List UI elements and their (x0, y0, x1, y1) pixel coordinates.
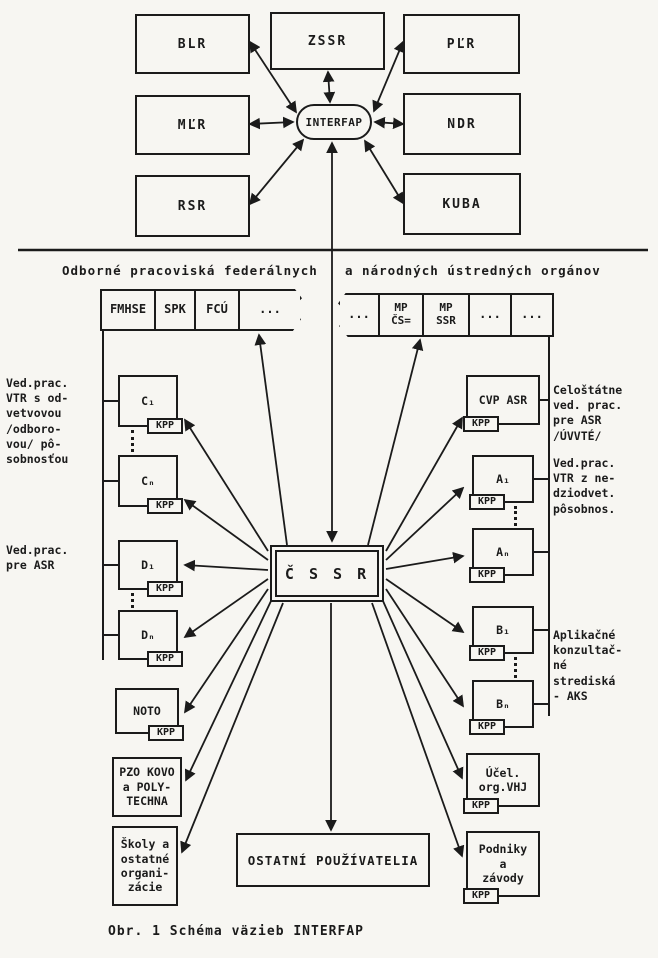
strip-cell: MP SSR (424, 295, 470, 335)
cssr-label: Č S S R (284, 564, 370, 583)
strip-cell: ... (521, 307, 543, 322)
node-label: CVP ASR (478, 392, 528, 407)
country-box-kuba: KUBA (403, 173, 521, 235)
kpp-tag: KPP (469, 719, 505, 735)
kpp-tag: KPP (463, 888, 499, 904)
hub-label: INTERFAP (305, 115, 363, 129)
interfap-hub: INTERFAP (296, 104, 372, 140)
ellipsis-dots (131, 593, 134, 608)
node-label: C₁ (141, 393, 155, 408)
node-label: Dₙ (141, 627, 155, 642)
country-label: RSR (177, 198, 208, 214)
node-label: NOTO (133, 703, 161, 718)
node-label: B₁ (496, 622, 510, 637)
kpp-tag: KPP (147, 581, 183, 597)
kpp-tag: KPP (148, 725, 184, 741)
node-d1: D₁ KPP (118, 540, 183, 597)
kpp-tag: KPP (469, 494, 505, 510)
strip-federal-organs: FMHSE SPK FCÚ ... (100, 289, 302, 331)
kpp-tag: KPP (147, 651, 183, 667)
node-ucel-org-vhj: Účel. org.VHJ KPP (463, 753, 540, 814)
header-federal: Odborné pracoviská federálnych (62, 263, 318, 278)
country-label: MĽR (177, 117, 208, 133)
header-national: a národných ústredných orgánov (345, 263, 601, 278)
node-podniky: Podniky a závody KPP (463, 831, 540, 904)
node-label: Školy a ostatné organi- zácie (120, 837, 170, 895)
side-label-aks: Aplikačné konzultač- né strediská - AKS (553, 628, 623, 703)
node-an: Aₙ KPP (469, 528, 534, 583)
country-box-mlr: MĽR (135, 95, 250, 155)
ellipsis-dots (514, 657, 517, 678)
side-label-ved-prac-vtr-odvetvova: Ved.prac. VTR s od- vetvovou /odboro- vo… (6, 376, 69, 466)
node-skoly: Školy a ostatné organi- zácie (112, 826, 178, 906)
ostatni-label: OSTATNÍ POUŽÍVATELIA (247, 852, 419, 868)
country-box-plr: PĽR (403, 14, 520, 74)
node-label: A₁ (496, 471, 510, 486)
node-label: Podniky a závody (478, 842, 528, 886)
side-label-celostatne: Celoštátne ved. prac. pre ASR /ÚVVTÉ/ (553, 383, 623, 443)
kpp-tag: KPP (147, 418, 183, 434)
ostatni-pouzivatelia-box: OSTATNÍ POUŽÍVATELIA (236, 833, 430, 887)
country-label: BLR (177, 36, 208, 52)
strip-cell: FMHSE (102, 291, 156, 329)
side-label-vtr-nedziodvet: Ved.prac. VTR z ne- dziodvet. pôsobnos. (553, 456, 616, 516)
country-label: NDR (447, 116, 477, 132)
strip-cell: FCÚ (196, 291, 240, 329)
strip-cell: ... (259, 302, 281, 317)
kpp-tag: KPP (463, 798, 499, 814)
strip-cell: ... (470, 295, 512, 335)
ellipsis-dots (514, 506, 517, 526)
node-pzo-kovo: PZO KOVO a POLY- TECHNA (112, 757, 182, 817)
country-box-blr: BLR (135, 14, 250, 74)
country-label: PĽR (446, 36, 477, 52)
node-c1: C₁ KPP (118, 375, 183, 434)
node-bn: Bₙ KPP (469, 680, 534, 735)
country-label: ZSSR (307, 33, 348, 49)
node-b1: B₁ KPP (469, 606, 534, 661)
country-box-rsr: RSR (135, 175, 250, 237)
node-label: PZO KOVO a POLY- TECHNA (119, 765, 175, 809)
country-box-zssr: ZSSR (270, 12, 385, 70)
strip-cell: SPK (156, 291, 196, 329)
strip-national-organs: ... MP ČS= MP SSR ... ... (338, 293, 554, 337)
strip-cell: ... (340, 295, 380, 335)
country-box-ndr: NDR (403, 93, 521, 155)
node-label: Cₙ (141, 473, 155, 488)
strip-cell: MP ČS= (380, 295, 424, 335)
node-a1: A₁ KPP (469, 455, 534, 510)
node-cvp-asr: CVP ASR KPP (463, 375, 540, 432)
side-label-ved-prac-pre-asr: Ved.prac. pre ASR (6, 543, 69, 573)
figure-caption: Obr. 1 Schéma väzieb INTERFAP (108, 924, 364, 939)
node-dn: Dₙ KPP (118, 610, 183, 667)
node-cn: Cₙ KPP (118, 455, 183, 514)
node-noto: NOTO KPP (115, 688, 184, 741)
kpp-tag: KPP (469, 567, 505, 583)
kpp-tag: KPP (147, 498, 183, 514)
node-label: Účel. org.VHJ (478, 765, 528, 794)
node-label: D₁ (141, 557, 155, 572)
node-label: Aₙ (496, 544, 510, 559)
kpp-tag: KPP (463, 416, 499, 432)
node-label: Bₙ (496, 696, 510, 711)
kpp-tag: KPP (469, 645, 505, 661)
ellipsis-dots (131, 430, 134, 452)
country-label: KUBA (442, 196, 482, 212)
cssr-box: Č S S R (270, 545, 384, 602)
